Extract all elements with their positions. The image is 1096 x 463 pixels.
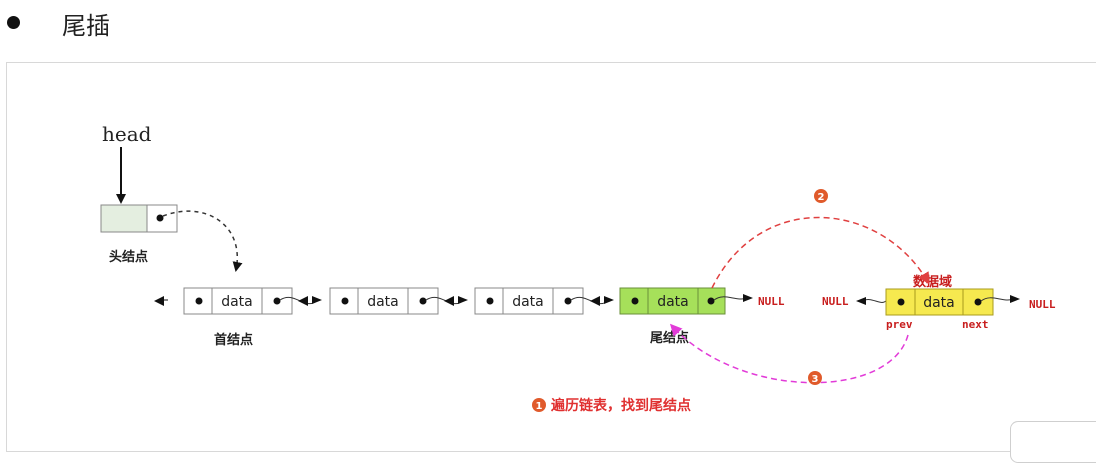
left-prev-arrowhead [154, 296, 164, 306]
tail-node: data [619, 287, 726, 315]
first-node-label: 首结点 [214, 332, 253, 348]
tail-node-label: 尾结点 [650, 330, 689, 346]
node-data-text: data [221, 294, 253, 310]
node-data-text: data [367, 294, 399, 310]
list-node-2: data [329, 287, 439, 315]
prev-label: prev [886, 318, 913, 331]
list-node-first: data [183, 287, 293, 315]
step1-badge: 1 [532, 398, 546, 412]
bullet-icon [7, 16, 20, 29]
step1-caption: 遍历链表，找到尾结点 [550, 397, 691, 414]
linked-list-diagram: head 头结点 data 首结点 data [100, 122, 1056, 414]
new-node: data [885, 288, 994, 316]
node-data-text: data [512, 294, 544, 310]
step3-badge: 3 [808, 371, 822, 385]
next-label: next [962, 318, 989, 331]
step2-arrow [711, 216, 930, 289]
head-pointer-arrow [162, 210, 243, 272]
head-label: head [102, 122, 152, 146]
head-node-label: 头结点 [109, 249, 148, 265]
diagram-frame [6, 62, 1096, 452]
null-after-tail: NULL [758, 295, 785, 308]
list-node-3: data [474, 287, 584, 315]
null-before-new: NULL [822, 295, 849, 308]
svg-text:3: 3 [812, 374, 819, 385]
section-heading: 尾插 [62, 12, 110, 40]
head-node [100, 204, 178, 233]
step3-arrow [669, 323, 909, 384]
step2-badge: 2 [814, 189, 828, 203]
node-data-text: data [923, 295, 955, 311]
data-field-label: 数据域 [913, 274, 952, 290]
null-after-new: NULL [1029, 298, 1056, 311]
svg-text:1: 1 [536, 401, 543, 412]
pointer-dot [156, 214, 164, 222]
svg-text:2: 2 [818, 192, 825, 203]
node-data-text: data [657, 294, 689, 310]
